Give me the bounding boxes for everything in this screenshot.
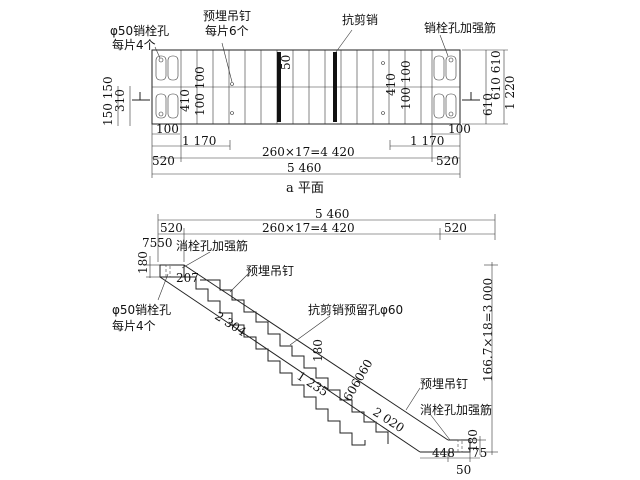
plan-dim-410-right: 410 [384,73,398,96]
bolt-hole-rebar-right [433,55,457,119]
plan-dim-150-150: 150 150 [101,76,115,126]
section-dim-180-top: 180 [136,251,150,274]
section-dim-448: 448 [432,446,455,460]
section-label-bolt: φ50销栓孔 [112,302,171,317]
section-dim-1235: 1 235 [294,369,330,399]
section-dim-180-bottom: 180 [466,429,480,452]
plan-dim-100-left: 100 [156,122,179,136]
section-dim-75: 75 [472,446,487,460]
plan-caption: a 平面 [286,181,324,196]
plan-dim-1170-right: 1 170 [410,134,444,148]
section-dim-5460: 5 460 [315,207,349,221]
section-step-profile-2 [200,279,389,444]
plan-dim-310: 310 [113,89,127,112]
leader-lift-nail [221,42,233,83]
plan-dim-100-100-left: 100 100 [193,66,207,116]
section-dim-180-mid: 180 [311,339,325,362]
section-soffit [159,276,421,453]
plan-step-lines [180,50,433,124]
section-leader-lift-top [229,271,251,293]
plan-label-rebar: 销栓孔加强筋 [424,20,496,35]
section-step-profile [183,265,366,446]
section-bolt-top [165,264,171,278]
plan-label-bolt-hole: φ50销栓孔 [110,23,169,38]
plan-dim-610-610: 610 610 [489,50,503,100]
leader-bolt-hole [154,46,161,59]
plan-end-support-left [132,92,150,101]
section-dim-606060: 606060 [340,357,375,404]
section-dim-7550: 7550 [142,236,173,250]
section-label-lift-bottom: 预埋吊钉 [420,377,468,391]
section-label-lift-top: 预埋吊钉 [246,264,294,278]
section-label-rebar-top: 消栓孔加强筋 [176,238,248,253]
lift-nails [230,61,385,115]
plan-dim-100-100-right: 100 100 [399,60,413,110]
plan-dim-1170-left: 1 170 [182,134,216,148]
plan-label-lift-nail: 预埋吊钉 [203,9,251,23]
section-label-bolt-count: 每片4个 [112,318,156,333]
plan-dim-100-right: 100 [448,122,471,136]
leader-rebar [439,34,449,57]
section-label-shear-hole: 抗剪销预留孔φ60 [308,302,403,317]
section-view: 消栓孔加强筋 预埋吊钉 φ50销栓孔 每片4个 抗剪销预留孔φ60 预埋吊钉 消… [112,207,498,477]
section-leader-rebar-bottom [429,413,451,441]
plan-end-support-right [462,92,480,101]
section-top-line [183,264,449,441]
section-dim-4420: 260×17=4 420 [262,221,355,235]
plan-dim-520-left: 520 [152,154,175,168]
plan-dim-4420: 260×17=4 420 [262,145,355,159]
plan-label-lift-nail-count: 每片6个 [205,23,249,38]
plan-dim-520-right: 520 [436,154,459,168]
plan-label-bolt-hole-count: 每片4个 [112,37,156,52]
bolt-hole-rebar-left [155,55,179,119]
section-bolt-bottom [457,439,463,453]
plan-dim-410-left: 410 [178,89,192,112]
section-dim-520-left: 520 [160,221,183,235]
plan-dim-1220: 1 220 [503,76,517,110]
plan-dim-5460: 5 460 [287,161,321,175]
section-dim-3000: 166.7×18=3 000 [481,278,495,382]
plan-dim-610: 610 [481,93,495,116]
plan-dim-50: 50 [279,55,293,70]
section-leader-rebar-top [181,251,211,269]
section-label-rebar-bottom: 消栓孔加强筋 [420,402,492,417]
section-leader-lift-bottom [405,387,421,411]
section-dim-207: 207 [176,271,199,285]
leader-shear-pin [335,29,353,53]
section-dim-50: 50 [456,463,471,477]
section-leader-shear [289,315,331,346]
section-leader-bolt [157,273,169,301]
plan-label-shear-pin: 抗剪销 [342,12,378,27]
plan-view: φ50销栓孔 每片4个 预埋吊钉 每片6个 抗剪销 销栓孔加强筋 150 150… [101,9,517,196]
section-dim-520-right: 520 [444,221,467,235]
